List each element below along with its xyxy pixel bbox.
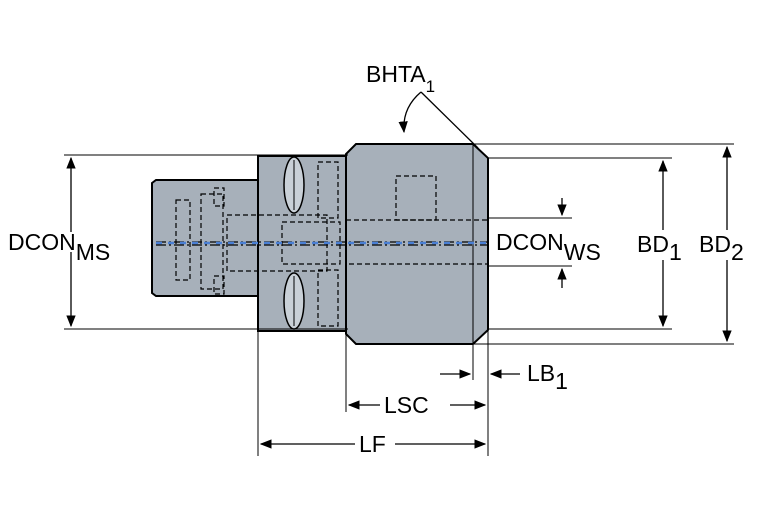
svg-text:BHTA1: BHTA1: [366, 61, 435, 96]
bhta-subscript: 1: [426, 77, 435, 96]
dcon-ms-label: DCON: [8, 229, 76, 255]
coolant-channel: [156, 241, 488, 246]
bd1-label: BD: [637, 231, 669, 257]
main-cylinder: [345, 143, 489, 345]
dimension-lines: [66, 91, 732, 449]
lb1-subscript: 1: [555, 368, 568, 394]
labels: BHTA1 DCONMS DCONWS BD1 BD2 LB1 LSC LF: [8, 61, 744, 457]
lf-label: LF: [359, 431, 386, 457]
lsc-label: LSC: [384, 392, 429, 418]
bd1-subscript: 1: [669, 239, 682, 265]
dcon-ws-subscript: WS: [564, 239, 601, 265]
dcon-ms-subscript: MS: [76, 239, 111, 265]
bhta-label: BHTA: [366, 61, 426, 87]
extension-lines: [64, 143, 734, 456]
bd2-label: BD: [699, 231, 731, 257]
machine-side-shank: [151, 179, 259, 297]
dcon-ws-label: DCON: [496, 229, 564, 255]
bd2-subscript: 2: [731, 239, 744, 265]
lb1-label: LB: [527, 360, 555, 386]
svg-text:LB1: LB1: [527, 360, 568, 394]
svg-text:DCONMS: DCONMS: [8, 229, 110, 265]
svg-text:BD2: BD2: [699, 231, 744, 265]
svg-text:BD1: BD1: [637, 231, 682, 265]
svg-text:DCONWS: DCONWS: [496, 229, 601, 265]
